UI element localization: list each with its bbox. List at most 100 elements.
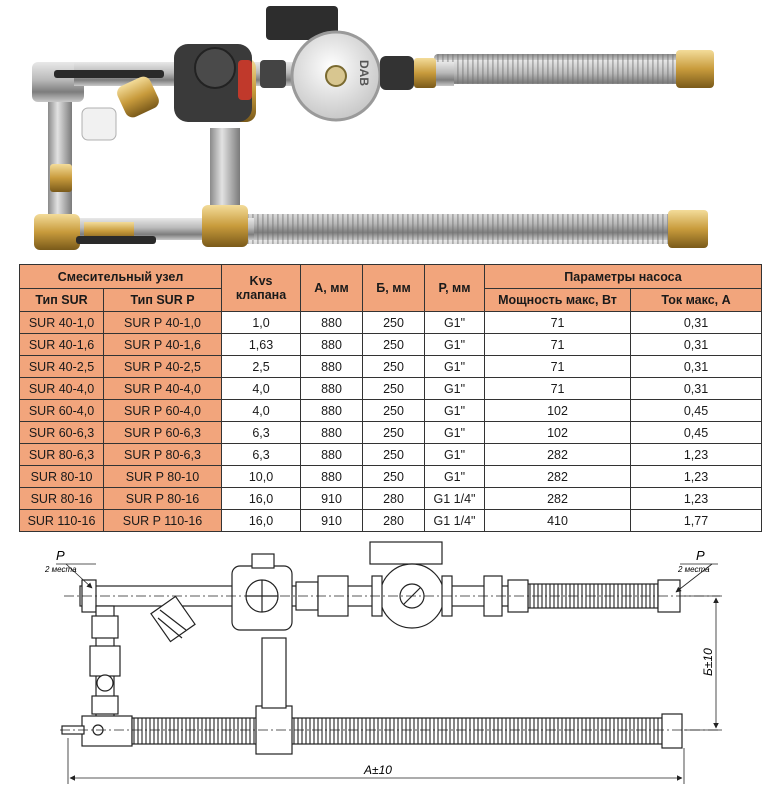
header-kvs: Kvs клапана — [221, 264, 302, 312]
col-type-sur: SUR 40-1,6 — [19, 333, 104, 356]
header-kvs-line2: клапана — [235, 288, 287, 302]
lower-ball-valve — [84, 222, 134, 240]
pump-union-right — [380, 56, 414, 90]
col-a: 880 — [300, 333, 364, 356]
bypass-tee — [202, 205, 248, 247]
col-b: 250 — [362, 311, 426, 334]
col-type-surp: SUR P 40-1,6 — [102, 333, 223, 356]
col-kvs: 16,0 — [221, 509, 302, 532]
col-p: G1 1/4" — [424, 509, 486, 532]
col-current: 1,23 — [630, 443, 763, 466]
col-b: 250 — [362, 355, 426, 378]
col-type-sur: SUR 80-6,3 — [19, 443, 104, 466]
col-kvs: 6,3 — [221, 421, 302, 444]
col-type-surp: SUR P 40-1,0 — [102, 311, 223, 334]
header-a: А, мм — [300, 264, 364, 312]
thermostat-head — [81, 107, 117, 141]
dim-b-label: Б±10 — [701, 648, 715, 676]
col-a: 880 — [300, 355, 364, 378]
col-b: 280 — [362, 487, 426, 510]
col-current: 1,23 — [630, 487, 763, 510]
col-type-sur: SUR 80-16 — [19, 487, 104, 510]
col-kvs: 4,0 — [221, 399, 302, 422]
dwg-lower-end — [661, 713, 683, 749]
col-a: 880 — [300, 443, 364, 466]
col-p: G1" — [424, 421, 486, 444]
col-current: 1,77 — [630, 509, 763, 532]
col-a: 880 — [300, 399, 364, 422]
col-power: 71 — [484, 377, 632, 400]
col-b: 250 — [362, 399, 426, 422]
product-photo: DAB — [32, 6, 714, 250]
col-power: 71 — [484, 311, 632, 334]
col-type-sur: SUR 40-4,0 — [19, 377, 104, 400]
col-current: 0,45 — [630, 399, 763, 422]
col-current: 0,45 — [630, 421, 763, 444]
col-type-sur: SUR 60-6,3 — [19, 421, 104, 444]
col-kvs: 10,0 — [221, 465, 302, 488]
col-power: 71 — [484, 355, 632, 378]
p-right-note: 2 места — [677, 565, 710, 574]
col-a: 910 — [300, 509, 364, 532]
col-b: 250 — [362, 377, 426, 400]
dwg-left-fitting-1 — [91, 615, 119, 639]
col-a: 880 — [300, 377, 364, 400]
dwg-left-gauge — [96, 674, 114, 692]
col-power: 282 — [484, 465, 632, 488]
col-p: G1" — [424, 355, 486, 378]
upper-valve-handle — [54, 70, 164, 78]
col-kvs: 1,0 — [221, 311, 302, 334]
lower-hose-end-nut — [668, 210, 708, 248]
pump-union-brass — [414, 58, 436, 88]
col-kvs: 16,0 — [221, 487, 302, 510]
col-type-surp: SUR P 60-6,3 — [102, 421, 223, 444]
header-mixing-unit: Смесительный узел — [18, 264, 223, 289]
col-power: 282 — [484, 443, 632, 466]
col-a: 880 — [300, 465, 364, 488]
col-current: 0,31 — [630, 377, 763, 400]
pump-center — [325, 65, 347, 87]
dwg-valve-top — [251, 553, 275, 569]
col-a: 910 — [300, 487, 364, 510]
pump-union-left — [260, 60, 286, 88]
col-b: 250 — [362, 465, 426, 488]
p-left-note: 2 места — [44, 565, 77, 574]
col-type-surp: SUR P 80-6,3 — [102, 443, 223, 466]
col-p: G1 1/4" — [424, 487, 486, 510]
col-kvs: 4,0 — [221, 377, 302, 400]
dwg-lower-flex — [131, 717, 665, 745]
header-b: Б, мм — [362, 264, 426, 312]
col-current: 0,31 — [630, 333, 763, 356]
col-type-surp: SUR P 80-10 — [102, 465, 223, 488]
strainer — [117, 76, 159, 118]
pump-terminal-box — [266, 6, 338, 40]
col-power: 71 — [484, 333, 632, 356]
col-b: 250 — [362, 443, 426, 466]
col-type-sur: SUR 40-1,0 — [19, 311, 104, 334]
col-power: 282 — [484, 487, 632, 510]
upper-flex-hose — [434, 54, 696, 84]
col-type-surp: SUR P 40-4,0 — [102, 377, 223, 400]
specification-table: Смесительный узел Kvs клапана А, мм Б, м… — [18, 264, 763, 532]
left-lower-fitting — [34, 214, 80, 250]
col-type-surp: SUR P 40-2,5 — [102, 355, 223, 378]
col-p: G1" — [424, 377, 486, 400]
actuator-red-strip — [238, 60, 252, 100]
dwg-lower-left-pipe — [81, 715, 133, 747]
left-brass-union — [50, 164, 72, 192]
col-type-sur: SUR 80-10 — [19, 465, 104, 488]
col-current: 0,31 — [630, 311, 763, 334]
header-kvs-line1: Kvs — [249, 274, 273, 288]
col-power: 102 — [484, 421, 632, 444]
col-p: G1" — [424, 465, 486, 488]
upper-hose-end-nut — [676, 50, 714, 88]
col-kvs: 1,63 — [221, 333, 302, 356]
